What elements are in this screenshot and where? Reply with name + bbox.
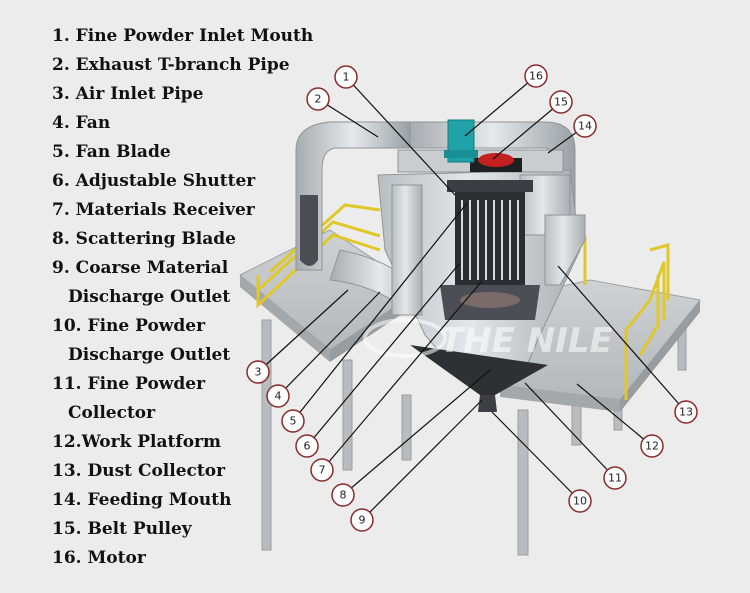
- legend-item-4: 4. Fan: [52, 113, 111, 133]
- callout-13: 13: [674, 400, 698, 424]
- callout-5: 5: [281, 409, 305, 433]
- callout-16: 16: [524, 64, 548, 88]
- callout-11: 11: [603, 466, 627, 490]
- callout-number-16: 16: [529, 70, 543, 83]
- callout-4: 4: [266, 384, 290, 408]
- callout-14: 14: [573, 114, 597, 138]
- callout-1: 1: [334, 65, 358, 89]
- callout-number-10: 10: [573, 495, 587, 508]
- callout-9: 9: [350, 508, 374, 532]
- callout-number-6: 6: [304, 440, 311, 453]
- callout-2: 2: [306, 87, 330, 111]
- callout-circle-16: [524, 64, 548, 88]
- leader-line-6: [306, 263, 460, 447]
- leader-line-4: [277, 291, 381, 397]
- callout-12: 12: [640, 434, 664, 458]
- leader-line-1: [345, 76, 456, 196]
- leader-line-15: [492, 101, 562, 160]
- legend-item-9: 9. Coarse Material: [52, 258, 229, 278]
- callout-7: 7: [310, 458, 334, 482]
- legend-item-13: 13. Dust Collector: [52, 461, 226, 481]
- callout-circle-2: [306, 87, 330, 111]
- callout-15: 15: [549, 90, 573, 114]
- callout-number-1: 1: [343, 71, 350, 84]
- callout-number-4: 4: [275, 390, 282, 403]
- callout-number-3: 3: [255, 366, 262, 379]
- callout-circle-9: [350, 508, 374, 532]
- legend-item-15: 15. Belt Pulley: [52, 519, 192, 539]
- callout-number-14: 14: [578, 120, 592, 133]
- legend-item-9-continued: Discharge Outlet: [68, 287, 231, 307]
- leader-line-7: [321, 280, 483, 471]
- legend-item-8: 8. Scattering Blade: [52, 229, 236, 249]
- leader-line-16: [464, 75, 537, 137]
- legend-item-14: 14. Feeding Mouth: [52, 490, 232, 510]
- callout-number-9: 9: [359, 514, 366, 527]
- legend-item-6: 6. Adjustable Shutter: [52, 171, 256, 191]
- callout-6: 6: [295, 434, 319, 458]
- legend-item-1: 1. Fine Powder Inlet Mouth: [52, 26, 314, 46]
- leader-line-13: [557, 265, 687, 413]
- leader-line-8: [342, 369, 491, 496]
- callout-circle-10: [568, 489, 592, 513]
- safety-railing: [256, 203, 670, 400]
- callout-circle-14: [573, 114, 597, 138]
- callout-circle-13: [674, 400, 698, 424]
- callout-number-8: 8: [340, 489, 347, 502]
- callout-number-7: 7: [319, 464, 326, 477]
- callout-circle-1: [334, 65, 358, 89]
- leader-line-3: [257, 289, 349, 373]
- legend-item-7: 7. Materials Receiver: [52, 200, 255, 220]
- callout-8: 8: [331, 483, 355, 507]
- callout-circle-6: [295, 434, 319, 458]
- leader-lines: [257, 75, 687, 521]
- legend-item-2: 2. Exhaust T-branch Pipe: [52, 55, 290, 75]
- watermark-text: THE NILE: [440, 321, 613, 361]
- leader-line-9: [361, 399, 483, 521]
- callout-number-2: 2: [315, 93, 322, 106]
- callout-circle-12: [640, 434, 664, 458]
- callout-circle-5: [281, 409, 305, 433]
- callout-number-13: 13: [679, 406, 693, 419]
- leader-line-11: [524, 382, 616, 479]
- callout-number-12: 12: [645, 440, 659, 453]
- callout-number-5: 5: [290, 415, 297, 428]
- callout-number-11: 11: [608, 472, 622, 485]
- legend-item-5: 5. Fan Blade: [52, 142, 171, 162]
- drive-assembly: [397, 119, 564, 173]
- legend-item-10: 10. Fine Powder: [52, 316, 206, 336]
- callout-circle-7: [310, 458, 334, 482]
- callout-circle-3: [246, 360, 270, 384]
- legend-item-12: 12.Work Platform: [52, 432, 221, 452]
- callout-3: 3: [246, 360, 270, 384]
- legend-item-11: 11. Fine Powder: [52, 374, 206, 394]
- leader-line-5: [292, 202, 468, 422]
- callout-circle-11: [603, 466, 627, 490]
- leader-line-2: [317, 98, 379, 138]
- callout-circle-4: [266, 384, 290, 408]
- machine-illustration: THE NILE: [239, 119, 701, 556]
- callout-number-15: 15: [554, 96, 568, 109]
- classifier-body: [377, 169, 586, 412]
- component-legend: 1. Fine Powder Inlet Mouth 2. Exhaust T-b…: [52, 22, 313, 573]
- callout-circle-15: [549, 90, 573, 114]
- callout-10: 10: [568, 489, 592, 513]
- legend-item-3: 3. Air Inlet Pipe: [52, 84, 204, 104]
- leader-line-10: [491, 411, 581, 502]
- callout-circle-8: [331, 483, 355, 507]
- legend-item-16: 16. Motor: [52, 548, 146, 568]
- legend-item-10-continued: Discharge Outlet: [68, 345, 231, 365]
- brand-watermark: THE NILE: [363, 318, 613, 361]
- leader-line-12: [576, 383, 653, 447]
- legend-item-11-continued: Collector: [68, 403, 156, 423]
